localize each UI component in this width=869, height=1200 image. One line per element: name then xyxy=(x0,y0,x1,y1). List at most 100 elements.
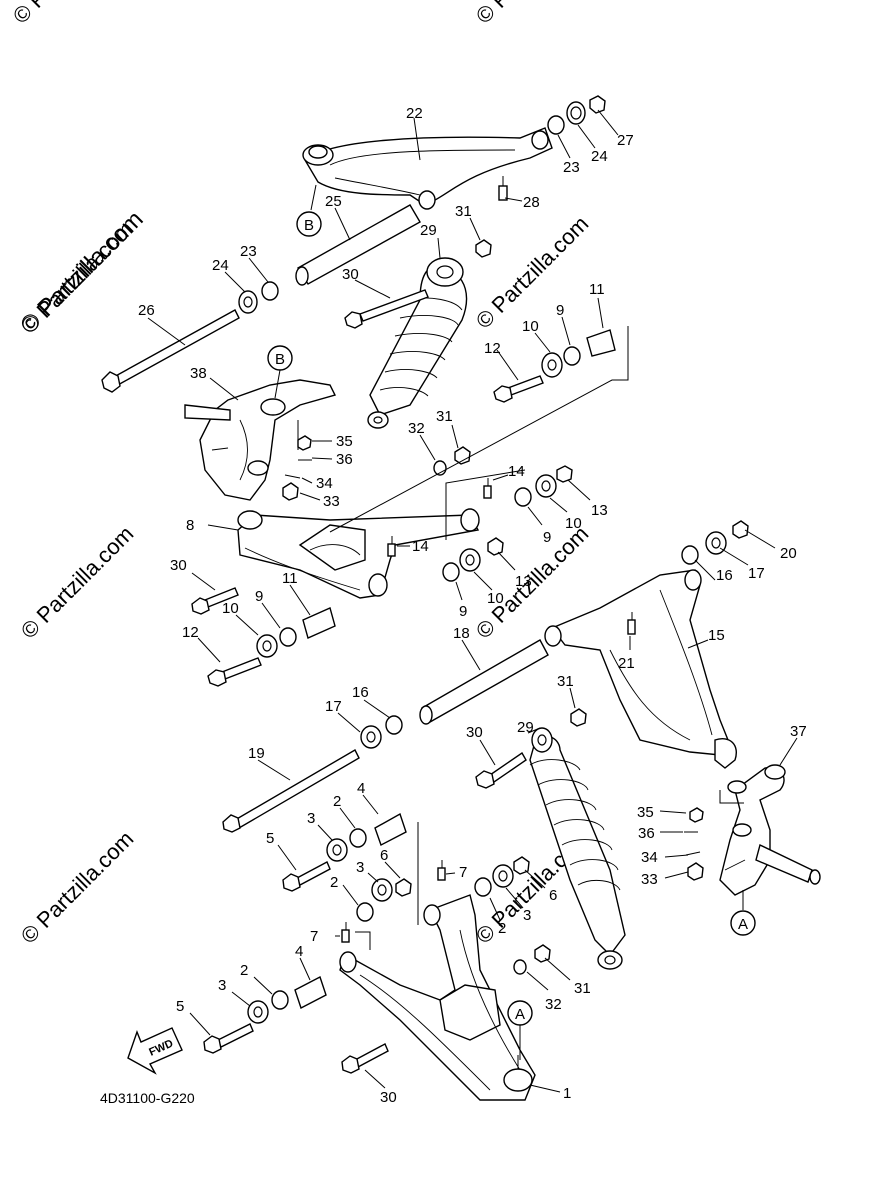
callout-labels: 22 25 23 24 27 28 31 29 30 23 24 26 11 9… xyxy=(138,105,807,1106)
callout-31: 31 xyxy=(574,980,591,997)
steering-knuckle-37 xyxy=(719,764,821,896)
seal-10-low-hole xyxy=(262,640,272,652)
ref-mark-a-bottom: A xyxy=(507,1000,533,1026)
bushing-2-mid xyxy=(356,902,374,922)
watermark-text: © Partzilla.com xyxy=(471,0,594,29)
grease-nipple-7-lower xyxy=(341,922,350,943)
callout-1: 1 xyxy=(563,1085,571,1102)
nut-31-mid xyxy=(454,446,471,465)
ref-mark-a-right: A xyxy=(730,910,756,936)
callout-9: 9 xyxy=(459,603,467,620)
callout-14: 14 xyxy=(412,538,429,555)
callout-31: 31 xyxy=(436,408,453,425)
callout-2: 2 xyxy=(330,874,338,891)
collar-18 xyxy=(421,639,549,723)
callout-27: 27 xyxy=(617,132,634,149)
bolt-5-upper xyxy=(282,861,331,892)
callout-13: 13 xyxy=(591,502,608,519)
bushing-23-left xyxy=(261,281,279,301)
callout-22: 22 xyxy=(406,105,423,122)
callout-11: 11 xyxy=(589,281,605,298)
callout-13: 13 xyxy=(515,573,532,590)
grease-nipple-14-top xyxy=(483,478,492,499)
nut-31-lower-top xyxy=(570,708,587,727)
diagram-code: 4D31100-G220 xyxy=(100,1090,195,1106)
bushing-9-right xyxy=(514,487,532,507)
bushing-9-top xyxy=(563,346,581,366)
callout-25: 25 xyxy=(325,193,342,210)
callout-16: 16 xyxy=(716,567,733,584)
callout-33: 33 xyxy=(641,871,658,888)
callout-17: 17 xyxy=(325,698,342,715)
ref-mark-label: B xyxy=(275,351,285,368)
seal-10-right-hole xyxy=(541,480,551,492)
callout-7: 7 xyxy=(459,864,467,881)
callout-38: 38 xyxy=(190,365,207,382)
callout-24: 24 xyxy=(212,257,229,274)
watermark-text: © Partzilla.com xyxy=(471,211,594,334)
callout-18: 18 xyxy=(453,625,470,642)
nut-35-lower xyxy=(689,807,704,823)
watermark-text: © Partzilla.com xyxy=(8,0,131,29)
callout-10: 10 xyxy=(222,600,239,617)
bolt-5-lower xyxy=(203,1023,254,1054)
callout-9: 9 xyxy=(543,529,551,546)
washer-32-lower xyxy=(513,959,527,975)
site-watermark: © Partzilla.com xyxy=(15,206,148,339)
callout-29: 29 xyxy=(517,719,534,736)
callout-29: 29 xyxy=(420,222,437,239)
bushing-9-lower xyxy=(442,562,460,582)
upper-arm-22 xyxy=(302,127,553,210)
callout-34: 34 xyxy=(316,475,333,492)
ref-mark-label: B xyxy=(304,217,314,234)
bushing-16-right xyxy=(681,545,699,565)
seal-24-top-hole xyxy=(570,106,582,120)
callout-5: 5 xyxy=(176,998,184,1015)
shock-absorber-29-upper xyxy=(367,257,468,429)
callout-32: 32 xyxy=(408,420,425,437)
callout-30: 30 xyxy=(466,724,483,741)
seal-3-mid-hole xyxy=(377,884,387,896)
callout-14: 14 xyxy=(508,463,525,480)
callout-8: 8 xyxy=(186,517,194,534)
bushing-2-upper xyxy=(349,828,367,848)
nut-33-upper xyxy=(282,482,299,501)
bolt-19 xyxy=(222,749,360,833)
nut-20 xyxy=(732,520,749,539)
callout-10: 10 xyxy=(565,515,582,532)
leader-lines xyxy=(147,109,798,1093)
watermark-text: © Partzilla.com xyxy=(16,521,139,644)
callout-23: 23 xyxy=(240,243,257,260)
seal-17-left-hole xyxy=(366,731,376,743)
callout-30: 30 xyxy=(342,266,359,283)
callout-17: 17 xyxy=(748,565,765,582)
bolt-30-mid xyxy=(191,587,239,615)
grease-nipple-7-upper xyxy=(437,860,446,881)
callout-36: 36 xyxy=(336,451,353,468)
collar-18-end xyxy=(419,705,433,725)
callout-28: 28 xyxy=(523,194,540,211)
callout-33: 33 xyxy=(323,493,340,510)
guide-lines xyxy=(297,326,744,950)
bolt-12-top xyxy=(493,375,544,403)
callout-3: 3 xyxy=(218,977,226,994)
callout-12: 12 xyxy=(182,624,199,641)
callout-15: 15 xyxy=(708,627,725,644)
bushing-2-right xyxy=(474,877,492,897)
seal-10-lower-hole xyxy=(465,554,475,566)
callout-3: 3 xyxy=(356,859,364,876)
callout-16: 16 xyxy=(352,684,369,701)
callout-32: 32 xyxy=(545,996,562,1013)
callout-9: 9 xyxy=(556,302,564,319)
bolt-26 xyxy=(101,309,240,393)
callout-26: 26 xyxy=(138,302,155,319)
nut-35-upper xyxy=(297,435,312,451)
steering-knuckle-38 xyxy=(184,379,337,501)
watermark-text: © Partzilla.com xyxy=(16,826,139,949)
seal-24-left-hole xyxy=(243,296,253,308)
callout-30: 30 xyxy=(170,557,187,574)
grease-nipple-14-low xyxy=(387,536,396,557)
bolt-30-upper xyxy=(344,289,429,329)
callout-20: 20 xyxy=(780,545,797,562)
